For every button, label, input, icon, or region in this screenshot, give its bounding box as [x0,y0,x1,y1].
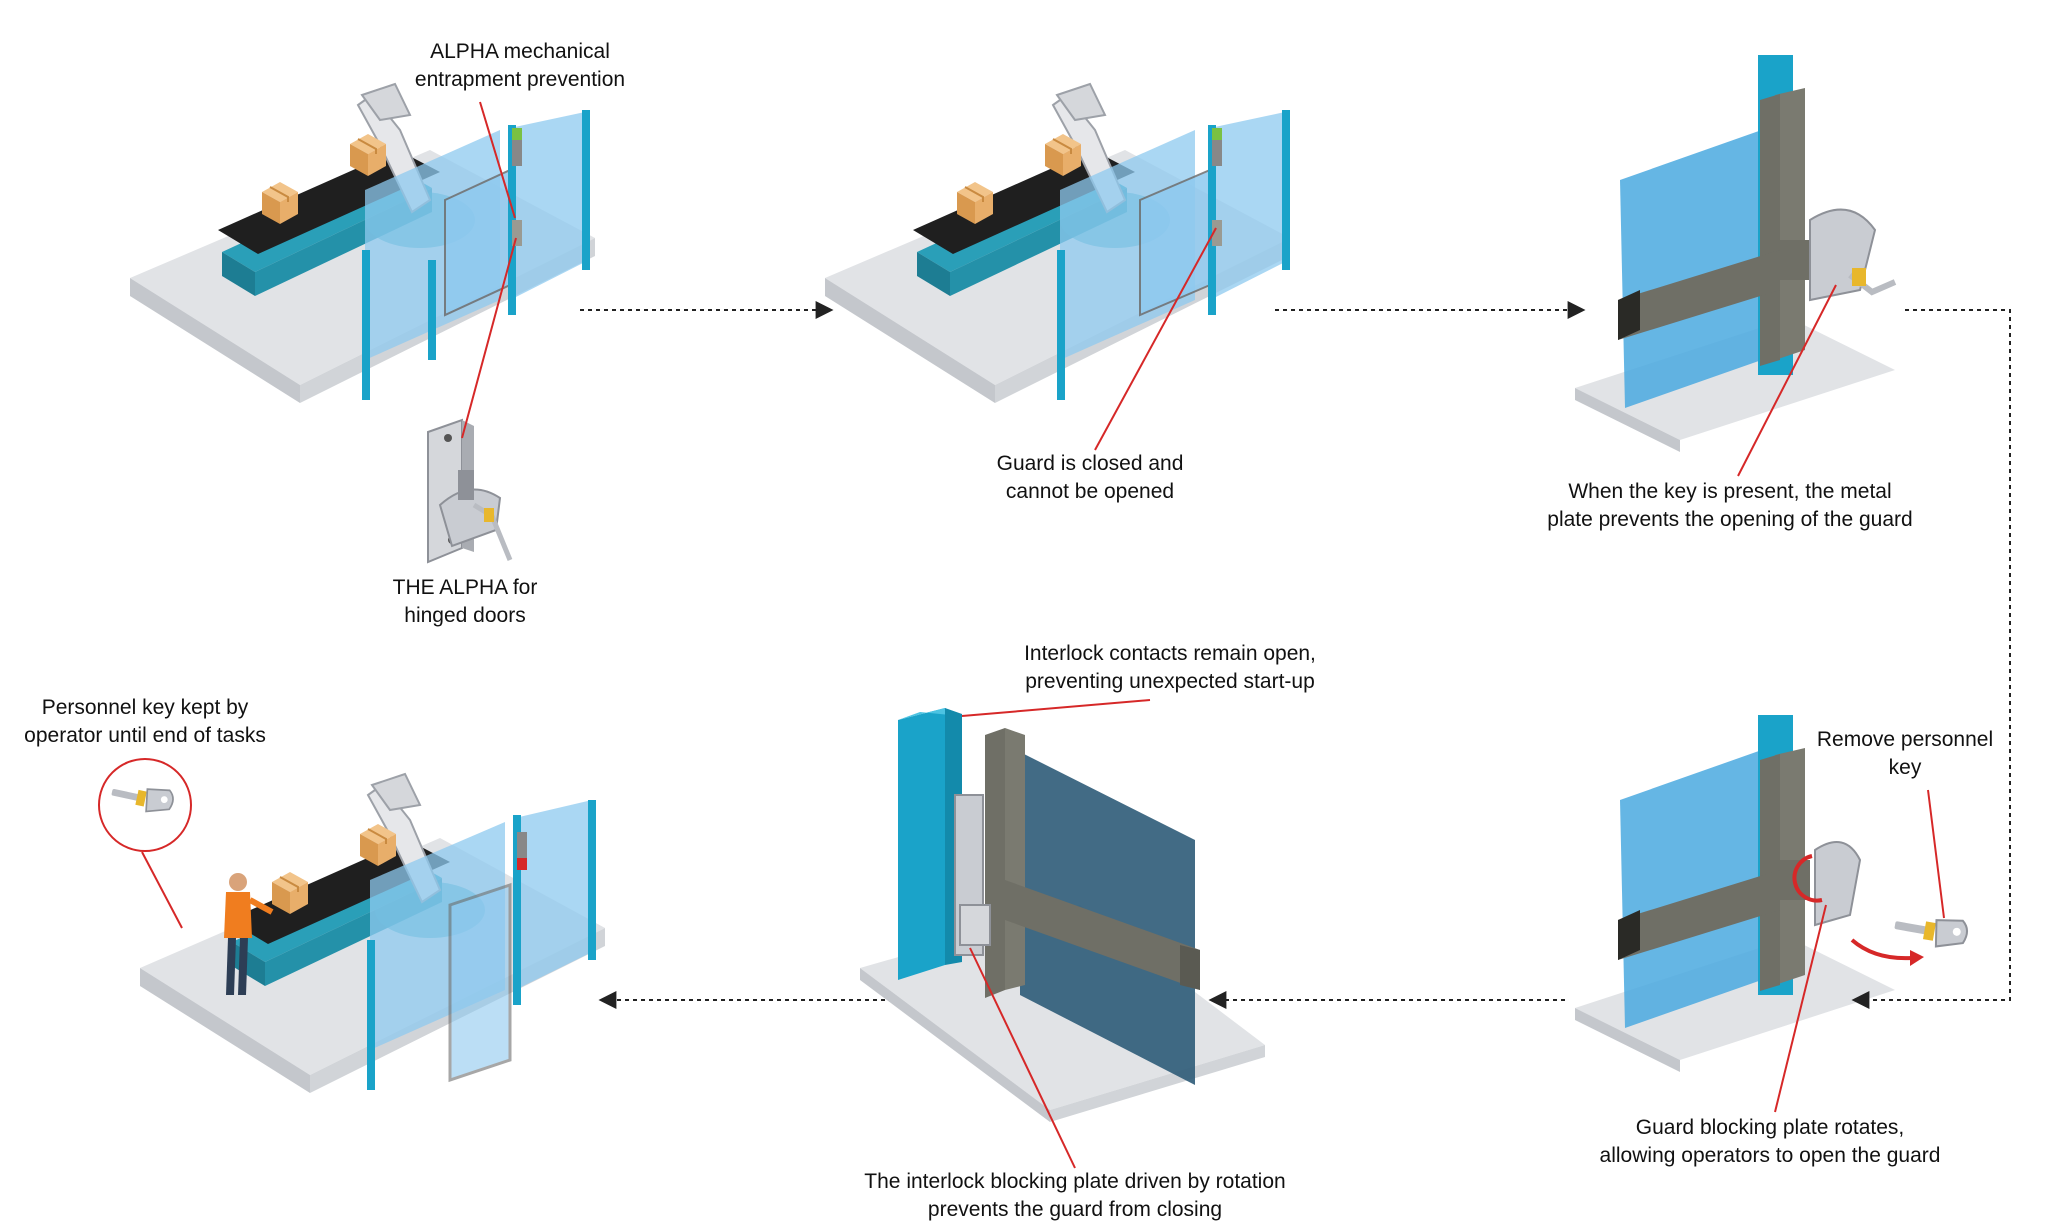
caption-guard-closed: Guard is closed and cannot be opened [996,452,1184,503]
leader-guard-closed [1094,227,1217,451]
signal-light-icon [1212,128,1222,166]
caption-alpha-mechanical: ALPHA mechanical entrapment prevention [414,40,626,91]
leader-plate-rotates [1774,904,1827,1113]
personnel-key-circle [98,758,192,852]
caption-key-kept: Personnel key kept by operator until end… [24,696,266,747]
leader-contacts-open [961,699,1151,717]
leader-key-kept [141,851,183,929]
leader-key-present [1737,284,1837,477]
leader-lines [141,101,1945,1169]
alpha-device-illustration [427,418,513,564]
interlock-icon [1212,220,1222,246]
machine-cell-top-middle [825,82,1290,403]
arrow-3-to-4 [1851,309,2011,1009]
caption-remove-key: Remove personnel key [1816,728,1994,779]
leader-blocking-plate [969,947,1076,1169]
blocking-plate-closeup-bottom-middle [860,708,1265,1122]
leader-alpha-hinged [461,237,517,439]
caption-blocking-plate: The interlock blocking plate driven by r… [864,1170,1286,1221]
interlock-icon [512,220,522,246]
caption-plate-rotates: Guard blocking plate rotates, allowing o… [1599,1116,1941,1167]
signal-light-icon [517,832,527,870]
interlock-closeup-bottom-right [1575,715,1970,1072]
interlock-closeup-top-right [1575,55,1897,452]
caption-key-present: When the key is present, the metal plate… [1547,480,1913,531]
signal-light-icon [512,128,522,166]
leader-alpha-mechanical [479,101,516,219]
flow-arrows [580,301,2011,1009]
operator-icon [224,873,274,995]
machine-cell-bottom-left [140,772,605,1093]
leader-remove-key [1927,789,1945,919]
machine-cell-top-left [130,82,595,403]
caption-contacts-open: Interlock contacts remain open, preventi… [1024,642,1316,693]
key-icon [1891,908,1970,953]
caption-alpha-hinged: THE ALPHA for hinged doors [392,576,538,627]
